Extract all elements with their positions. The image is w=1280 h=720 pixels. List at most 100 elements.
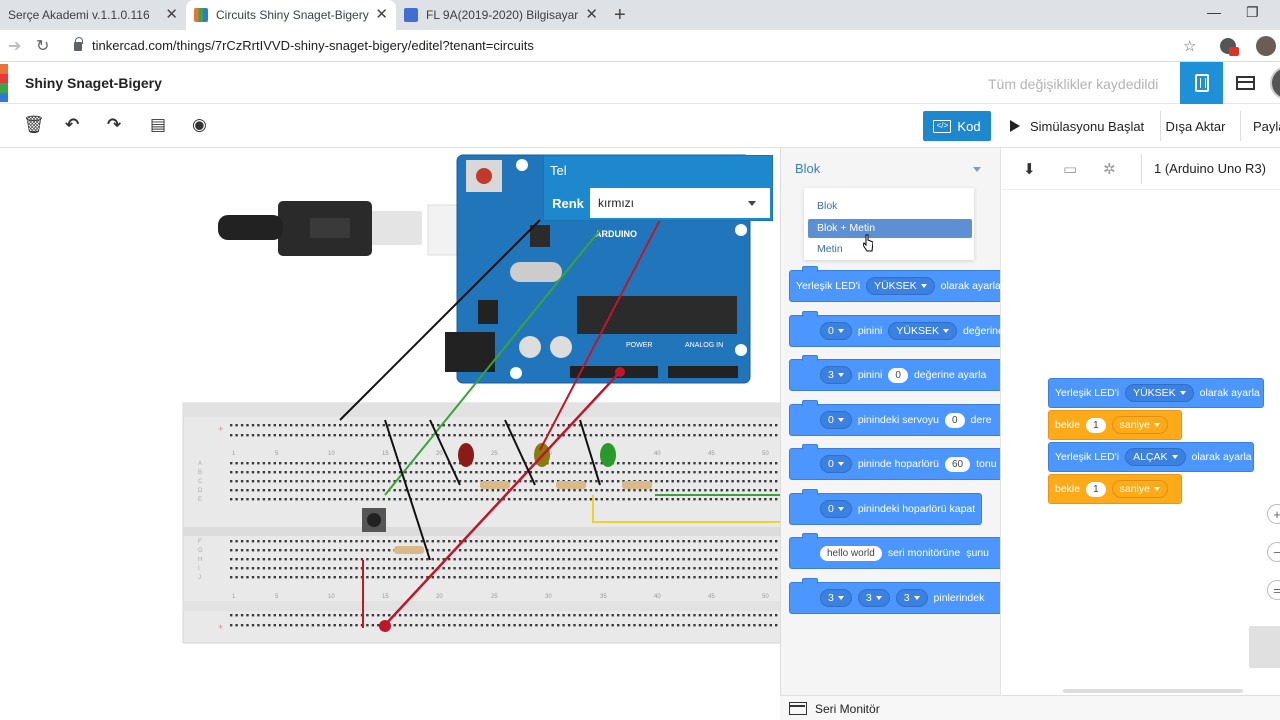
breadboard-hole[interactable]	[676, 558, 680, 561]
breadboard-hole[interactable]	[578, 576, 582, 579]
breadboard-hole[interactable]	[300, 576, 304, 579]
delete-icon[interactable]: 🗑	[23, 115, 45, 134]
breadboard-hole[interactable]	[600, 462, 603, 465]
breadboard-hole[interactable]	[524, 424, 527, 427]
breadboard-hole[interactable]	[491, 462, 494, 465]
breadboard-hole[interactable]	[726, 498, 729, 501]
breadboard-hole[interactable]	[300, 471, 304, 474]
breadboard-hole[interactable]	[311, 424, 315, 427]
breadboard-hole[interactable]	[339, 434, 342, 437]
code-workspace[interactable]: ⬇ ▭ ✲ 1 (Arduino Uno R3) Yerleşik LED'i …	[1000, 148, 1280, 720]
breadboard-hole[interactable]	[295, 489, 298, 492]
breadboard-hole[interactable]	[458, 576, 462, 579]
breadboard-hole[interactable]	[235, 540, 238, 543]
breadboard-hole[interactable]	[426, 471, 429, 474]
breadboard-hole[interactable]	[758, 540, 762, 543]
breadboard-hole[interactable]	[649, 434, 653, 437]
breadboard-hole[interactable]	[464, 558, 467, 561]
breadboard-hole[interactable]	[306, 498, 309, 501]
breadboard-hole[interactable]	[715, 462, 718, 465]
breadboard-hole[interactable]	[480, 489, 484, 492]
breadboard-hole[interactable]	[251, 549, 255, 552]
breadboard-hole[interactable]	[660, 424, 663, 427]
breadboard-hole[interactable]	[562, 424, 565, 427]
breadboard-hole[interactable]	[486, 424, 489, 427]
breadboard-hole[interactable]	[388, 567, 391, 570]
breadboard-hole[interactable]	[415, 624, 418, 627]
breadboard-hole[interactable]	[698, 498, 702, 501]
breadboard-hole[interactable]	[448, 549, 451, 552]
breadboard-hole[interactable]	[764, 567, 767, 570]
breadboard-hole[interactable]	[693, 614, 696, 617]
breadboard-hole[interactable]	[693, 480, 696, 483]
breadboard-hole[interactable]	[404, 558, 407, 561]
breadboard-hole[interactable]	[453, 624, 456, 627]
breadboard-hole[interactable]	[671, 624, 674, 627]
breadboard-hole[interactable]	[595, 462, 598, 465]
breadboard-hole[interactable]	[366, 498, 369, 501]
zoom-reset-icon[interactable]: =	[1267, 580, 1280, 600]
breadboard-hole[interactable]	[464, 480, 467, 483]
breadboard-hole[interactable]	[366, 567, 369, 570]
breadboard-hole[interactable]	[377, 558, 380, 561]
breadboard-hole[interactable]	[437, 434, 440, 437]
breadboard-hole[interactable]	[464, 576, 467, 579]
close-tab-icon[interactable]: ✕	[585, 6, 598, 23]
breadboard-hole[interactable]	[322, 576, 325, 579]
breadboard-hole[interactable]	[540, 614, 543, 617]
breadboard-hole[interactable]	[551, 614, 554, 617]
breadboard-hole[interactable]	[524, 489, 527, 492]
breadboard-hole[interactable]	[546, 624, 549, 627]
breadboard-hole[interactable]	[502, 540, 505, 543]
breadboard-hole[interactable]	[251, 434, 255, 437]
breadboard-hole[interactable]	[562, 540, 565, 543]
breadboard-hole[interactable]	[753, 558, 756, 561]
breadboard-hole[interactable]	[300, 549, 304, 552]
breadboard-hole[interactable]	[344, 549, 347, 552]
breadboard-hole[interactable]	[328, 576, 331, 579]
breadboard-hole[interactable]	[371, 549, 375, 552]
breadboard-hole[interactable]	[420, 567, 424, 570]
breadboard-hole[interactable]	[480, 567, 484, 570]
breadboard-hole[interactable]	[475, 434, 478, 437]
block-number-input[interactable]: 60	[945, 456, 971, 472]
breadboard-hole[interactable]	[747, 540, 751, 543]
breadboard-hole[interactable]	[415, 489, 418, 492]
breadboard-hole[interactable]	[649, 471, 653, 474]
breadboard-hole[interactable]	[682, 567, 685, 570]
breadboard-hole[interactable]	[644, 558, 647, 561]
breadboard-hole[interactable]	[355, 480, 358, 483]
breadboard-hole[interactable]	[295, 614, 298, 617]
breadboard-hole[interactable]	[349, 434, 353, 437]
breadboard-hole[interactable]	[426, 614, 429, 617]
breadboard-hole[interactable]	[507, 540, 511, 543]
breadboard-hole[interactable]	[398, 624, 402, 627]
breadboard-hole[interactable]	[442, 489, 445, 492]
breadboard-hole[interactable]	[720, 471, 723, 474]
breadboard-hole[interactable]	[464, 614, 467, 617]
breadboard-hole[interactable]	[360, 540, 364, 543]
breadboard-hole[interactable]	[431, 498, 434, 501]
breadboard-hole[interactable]	[540, 567, 543, 570]
breadboard-hole[interactable]	[273, 558, 276, 561]
breadboard-hole[interactable]	[306, 558, 309, 561]
breadboard-hole[interactable]	[764, 462, 767, 465]
breadboard-hole[interactable]	[251, 471, 255, 474]
block-dropdown[interactable]: 3	[895, 589, 928, 607]
breadboard-hole[interactable]	[289, 424, 293, 427]
block-dropdown[interactable]: saniye	[1111, 480, 1169, 498]
breadboard-hole[interactable]	[584, 576, 587, 579]
breadboard-hole[interactable]	[747, 614, 751, 617]
breadboard-hole[interactable]	[306, 540, 309, 543]
breadboard-hole[interactable]	[497, 576, 500, 579]
breadboard-hole[interactable]	[344, 498, 347, 501]
breadboard-hole[interactable]	[317, 471, 320, 474]
breadboard-hole[interactable]	[328, 471, 331, 474]
breadboard-hole[interactable]	[333, 558, 336, 561]
breadboard-hole[interactable]	[257, 558, 260, 561]
breadboard-hole[interactable]	[529, 567, 533, 570]
breadboard-hole[interactable]	[535, 434, 538, 437]
breadboard-hole[interactable]	[715, 614, 718, 617]
breadboard-hole[interactable]	[431, 567, 434, 570]
breadboard-hole[interactable]	[649, 424, 653, 427]
